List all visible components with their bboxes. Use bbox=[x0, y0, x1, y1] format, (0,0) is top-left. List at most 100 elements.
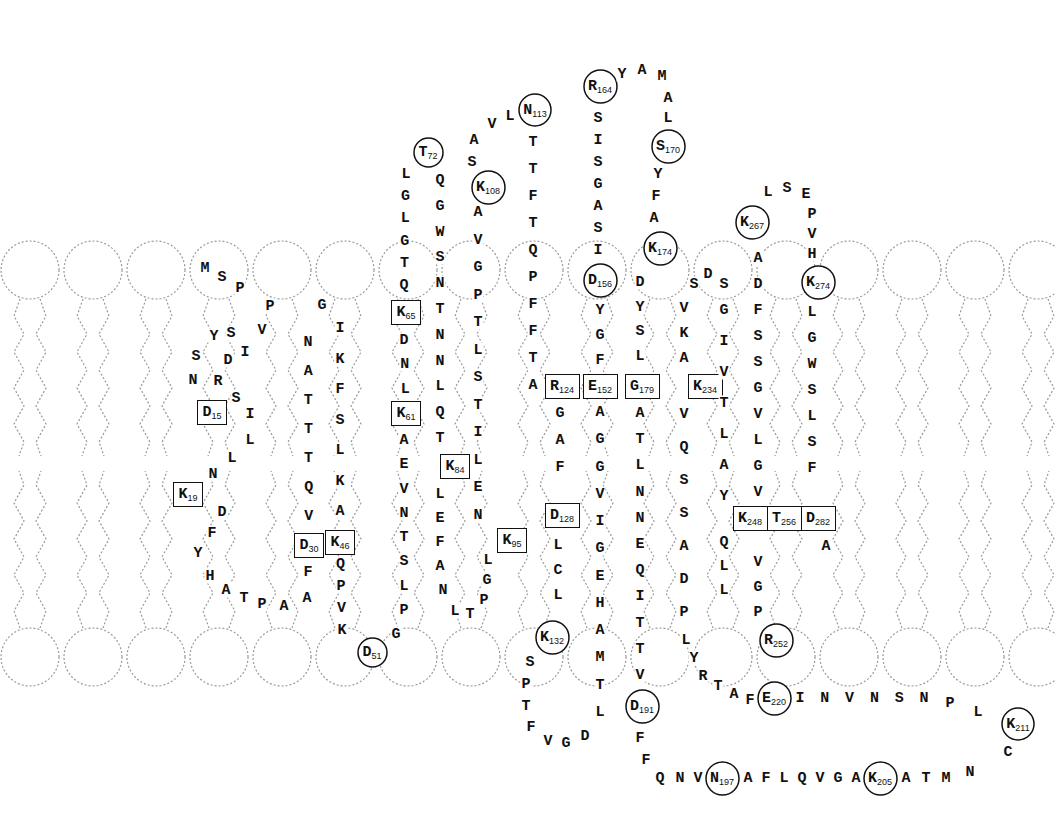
residue-letter: K bbox=[334, 351, 345, 366]
residue-letter: N bbox=[434, 276, 445, 291]
residue-letter: Y bbox=[634, 299, 645, 314]
residue-letter: C bbox=[1002, 745, 1013, 760]
residue-letter: G bbox=[752, 381, 763, 396]
lipid bbox=[64, 471, 122, 686]
residue-letter: N bbox=[399, 357, 410, 372]
residue-number: 30 bbox=[309, 545, 319, 554]
residue-letter: V bbox=[398, 481, 409, 496]
residue-letter: T bbox=[303, 451, 314, 466]
residue-letter: M bbox=[594, 650, 605, 665]
residue-letter: V bbox=[692, 771, 703, 786]
residue-letter: A bbox=[662, 91, 673, 106]
residue-letter: A bbox=[850, 771, 861, 786]
residue-letter: S bbox=[781, 181, 792, 196]
circle-outline bbox=[584, 264, 617, 297]
residue-letter: Y bbox=[594, 303, 605, 318]
residue-letter: V bbox=[806, 227, 817, 242]
residue-letter: T bbox=[434, 302, 445, 317]
residue-letter: R bbox=[764, 633, 773, 648]
lipid bbox=[631, 471, 689, 686]
residue-letter: S bbox=[434, 250, 445, 265]
circle-outline bbox=[472, 171, 505, 204]
residue-letter: K bbox=[738, 511, 747, 526]
residue-box: D15 bbox=[197, 400, 227, 425]
residue-letter: A bbox=[678, 539, 689, 554]
residue-letter: G bbox=[554, 406, 565, 421]
residue-letter: A bbox=[742, 771, 753, 786]
residue-letter: Q bbox=[634, 563, 645, 578]
residue-letter: T bbox=[399, 255, 410, 270]
residue-letter: Q bbox=[654, 771, 665, 786]
residue-letter: Q bbox=[434, 405, 445, 420]
residue-letter: L bbox=[778, 771, 789, 786]
residue-number: 61 bbox=[406, 413, 416, 422]
residue-letter: T bbox=[398, 530, 409, 545]
residue-letter: A bbox=[634, 406, 645, 421]
residue-letter: Y bbox=[616, 67, 627, 82]
residue-number: 84 bbox=[455, 466, 465, 475]
residue-box: K19 bbox=[173, 482, 203, 507]
residue-letter: V bbox=[814, 771, 825, 786]
residue-letter: V bbox=[752, 485, 763, 500]
residue-letter: H bbox=[806, 247, 817, 262]
residue-letter: N bbox=[437, 583, 448, 598]
residue-letter: S bbox=[592, 155, 603, 170]
residue-letter: A bbox=[398, 433, 409, 448]
residue-letter: T bbox=[634, 432, 645, 447]
residue-letter: N bbox=[398, 505, 409, 520]
residue-number: 170 bbox=[665, 146, 680, 155]
residue-letter: L bbox=[594, 705, 605, 720]
residue-letter: K bbox=[1006, 717, 1015, 732]
residue-letter: T bbox=[303, 393, 314, 408]
residue-number: 19 bbox=[188, 494, 198, 503]
residue-circle: S170 bbox=[651, 129, 686, 164]
residue-letter: S bbox=[718, 277, 729, 292]
residue-letter: L bbox=[482, 553, 493, 568]
residue-letter: L bbox=[662, 111, 673, 126]
residue-letter: F bbox=[527, 324, 538, 339]
residue-letter: F bbox=[650, 189, 661, 204]
residue-letter: I bbox=[594, 514, 605, 529]
residue-letter: F bbox=[634, 731, 645, 746]
residue-letter: E bbox=[594, 568, 605, 583]
residue-letter: L bbox=[806, 305, 817, 320]
residue-letter: A bbox=[220, 583, 231, 598]
residue-letter: Y bbox=[718, 489, 729, 504]
residue-letter: S bbox=[678, 473, 689, 488]
residue-box: E152 bbox=[583, 374, 618, 399]
residue-letter: K bbox=[502, 533, 511, 548]
circle-outline bbox=[626, 690, 659, 723]
residue-letter: V bbox=[594, 486, 605, 501]
lipid bbox=[568, 241, 626, 456]
lipid bbox=[64, 241, 122, 456]
residue-number: 132 bbox=[549, 637, 564, 646]
residue-letter: A bbox=[301, 591, 312, 606]
lipid-bilayer bbox=[1, 241, 1056, 686]
residue-letter: V bbox=[256, 323, 267, 338]
residue-letter: K bbox=[678, 326, 689, 341]
residue-letter: A bbox=[718, 458, 729, 473]
residue-letter: R bbox=[550, 379, 559, 394]
residue-letter: P bbox=[520, 677, 531, 692]
residue-number: 51 bbox=[372, 652, 382, 661]
residue-letter: G bbox=[316, 298, 327, 313]
circle-outline bbox=[758, 682, 791, 715]
residue-box: D30 bbox=[294, 533, 324, 558]
residue-letter: D bbox=[362, 645, 371, 660]
residue-letter: K bbox=[806, 275, 815, 290]
residue-letter: L bbox=[752, 433, 763, 448]
residue-letter: L bbox=[244, 433, 255, 448]
residue-letter: N bbox=[869, 691, 880, 706]
residue-letter: R bbox=[588, 79, 597, 94]
residue-letter: G bbox=[806, 331, 817, 346]
residue-letter: I bbox=[472, 425, 483, 440]
residue-letter: A bbox=[554, 433, 565, 448]
lipid bbox=[820, 471, 878, 686]
residue-letter: K bbox=[693, 379, 702, 394]
residue-letter: L bbox=[472, 342, 483, 357]
residue-number: 248 bbox=[747, 518, 762, 527]
residue-letter: L bbox=[680, 633, 691, 648]
residue-letter: G bbox=[560, 736, 571, 751]
residue-letter: S bbox=[190, 349, 201, 364]
circle-outline bbox=[864, 762, 897, 795]
